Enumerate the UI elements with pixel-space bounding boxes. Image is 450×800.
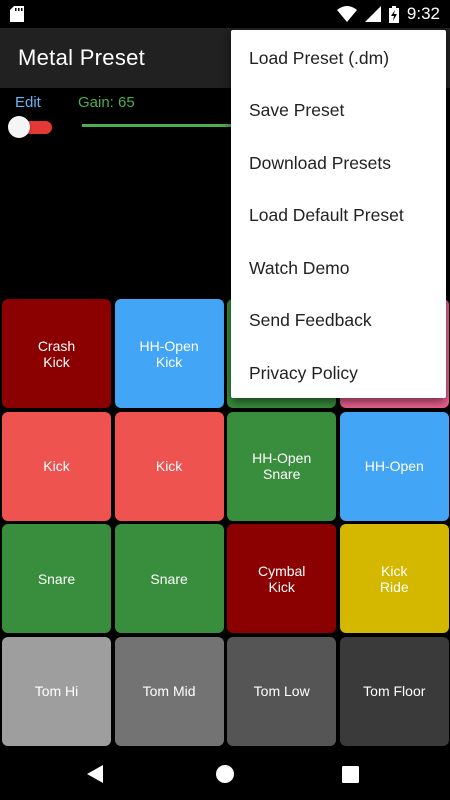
status-time: 9:32 — [406, 4, 440, 23]
sd-card-icon — [10, 6, 24, 22]
gain-slider[interactable] — [82, 124, 282, 127]
drum-pad[interactable]: Tom Hi — [2, 636, 111, 746]
page-title: Metal Preset — [18, 45, 146, 70]
drum-pad[interactable]: Snare — [2, 524, 111, 634]
drum-pad[interactable]: HH-Open — [339, 411, 449, 521]
menu-item-load-preset-dm[interactable]: Load Preset (.dm) — [249, 47, 390, 68]
recents-icon — [342, 766, 359, 783]
gain-label: Gain: 65 — [78, 94, 135, 111]
menu-item-download-presets[interactable]: Download Presets — [249, 152, 392, 173]
drum-pad[interactable]: Tom Mid — [114, 636, 224, 746]
menu-item-watch-demo[interactable]: Watch Demo — [249, 257, 350, 278]
drum-pad[interactable]: Kick — [114, 411, 224, 521]
back-icon — [87, 765, 103, 783]
recents-button[interactable] — [342, 766, 359, 783]
menu-item-save-preset[interactable]: Save Preset — [249, 100, 345, 121]
drum-pad[interactable]: HH-Open Kick — [114, 299, 224, 408]
home-button[interactable] — [215, 764, 235, 784]
back-button[interactable] — [86, 764, 104, 784]
drum-pad[interactable]: HH-Open Snare — [227, 411, 337, 521]
cellular-icon — [364, 6, 381, 22]
drum-pad[interactable]: Tom Low — [227, 636, 337, 746]
edit-toggle[interactable] — [8, 116, 52, 138]
wifi-icon — [336, 6, 357, 22]
toggle-thumb[interactable] — [8, 116, 30, 138]
menu-item-load-default-preset[interactable]: Load Default Preset — [249, 205, 404, 226]
menu-item-send-feedback[interactable]: Send Feedback — [249, 310, 372, 331]
drum-pad[interactable]: Tom Floor — [339, 636, 449, 746]
edit-label: Edit — [15, 94, 41, 111]
drum-pad[interactable]: Cymbal Kick — [227, 524, 337, 634]
home-icon — [216, 765, 234, 783]
drum-pad[interactable]: Crash Kick — [2, 299, 111, 408]
status-bar: 9:32 — [0, 0, 450, 28]
menu-item-privacy-policy[interactable]: Privacy Policy — [249, 362, 358, 383]
drum-pad[interactable]: Kick — [2, 411, 111, 521]
battery-charging-icon — [388, 5, 399, 23]
drum-pad[interactable]: Snare — [114, 524, 224, 634]
navigation-bar — [0, 748, 450, 800]
drum-pad[interactable]: Kick Ride — [339, 524, 449, 634]
